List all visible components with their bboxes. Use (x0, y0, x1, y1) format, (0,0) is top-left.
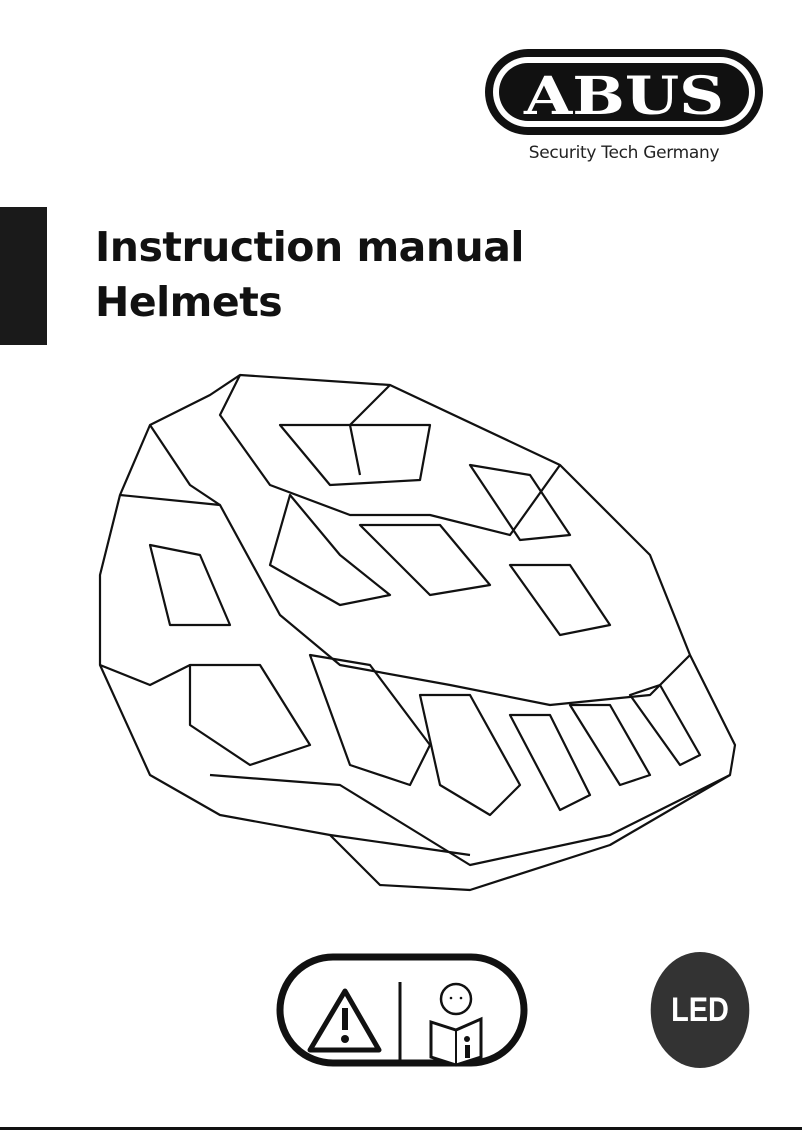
title-line-1: Instruction manual (95, 223, 524, 271)
read-manual-icon (429, 982, 483, 1067)
language-tab-marker (0, 207, 47, 345)
bottom-rule (0, 1127, 802, 1130)
abus-logo: ABUS (485, 49, 763, 135)
svg-text:ABUS: ABUS (523, 66, 724, 127)
warning-triangle-icon (307, 988, 382, 1053)
title-line-2: Helmets (95, 278, 283, 326)
helmet-illustration (98, 373, 737, 892)
led-badge: LED (650, 952, 750, 1068)
brand-tagline: Security Tech Germany (528, 143, 720, 163)
page-title: Instruction manual Helmets (95, 220, 524, 330)
safety-notice-badge (276, 953, 528, 1067)
